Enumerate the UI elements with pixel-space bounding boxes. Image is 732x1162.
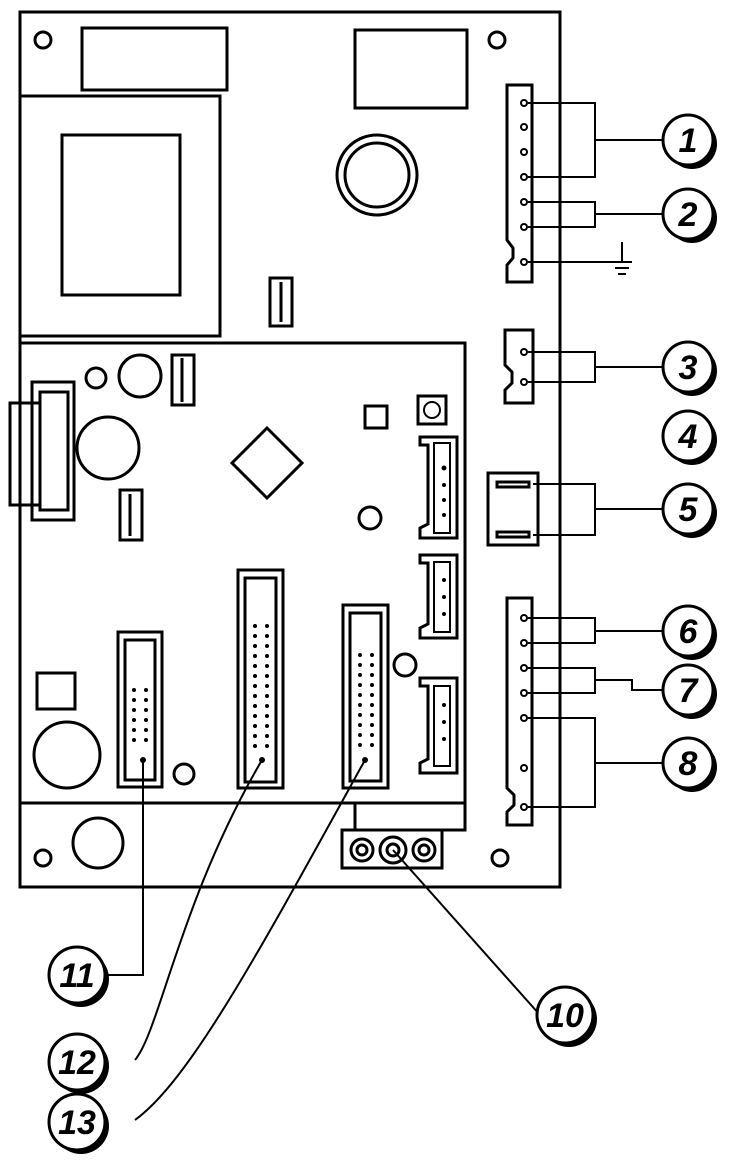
connector-5	[486, 471, 540, 547]
transformer-outer	[18, 94, 222, 338]
callout-12-label: 12	[58, 1044, 96, 1082]
daughter-board-outline	[18, 341, 467, 805]
capacitor-medium-1	[117, 353, 163, 399]
terminal-block-10	[340, 828, 444, 870]
jst-connector-2	[418, 553, 459, 640]
callout-12: 12	[47, 1032, 109, 1094]
component-square-2	[416, 394, 448, 426]
mounting-hole-top-right	[487, 30, 507, 50]
callout-3-label: 3	[679, 349, 698, 387]
idc-header-pins	[132, 465, 447, 763]
mounting-hole-bottom-right	[490, 848, 510, 868]
callout-10: 10	[535, 985, 597, 1047]
callout-7: 7	[661, 663, 717, 719]
buzzer-outer	[335, 133, 419, 217]
callout-13: 13	[47, 1092, 109, 1154]
ground-icon	[612, 242, 632, 275]
callout-5: 5	[661, 482, 717, 538]
leader-lines	[100, 102, 665, 1121]
callout-2-label: 2	[678, 196, 698, 234]
idc-header-11	[116, 630, 164, 789]
connector-top-right-pins	[520, 99, 528, 266]
callout-4: 4	[661, 409, 717, 465]
test-point-2	[392, 652, 418, 678]
callout-8-label: 8	[679, 745, 698, 783]
callout-11-label: 11	[59, 957, 94, 995]
connector-3	[503, 328, 535, 405]
buzzer-inner	[343, 141, 411, 209]
callout-10-label: 10	[546, 997, 584, 1035]
callout-2: 2	[661, 187, 717, 243]
capacitor-large-3	[71, 816, 125, 870]
test-point-3	[172, 762, 196, 786]
callout-1: 1	[661, 113, 717, 169]
callout-3: 3	[661, 340, 717, 396]
idc-header-12	[236, 568, 285, 790]
test-point-1	[357, 505, 383, 531]
capacitor-large-1	[75, 415, 141, 481]
callout-6: 6	[661, 604, 717, 660]
connector-lower-right-pins	[520, 614, 528, 811]
callout-7-label: 7	[679, 672, 700, 710]
callout-8: 8	[661, 736, 717, 792]
connector-top-right	[505, 83, 534, 284]
idc-header-13	[341, 603, 390, 790]
callout-5-label: 5	[679, 491, 699, 529]
relay-block-top-center	[353, 28, 469, 110]
transformer-core	[60, 133, 182, 297]
mounting-hole-bottom-left	[33, 848, 53, 868]
side-connector-outer	[8, 401, 42, 507]
side-connector	[30, 380, 76, 522]
component-square-3	[35, 671, 77, 711]
fuse-holder	[268, 276, 294, 328]
capacitor-small-1	[84, 366, 108, 390]
callout-13-label: 13	[58, 1104, 96, 1142]
microcontroller-chip	[229, 425, 305, 501]
mounting-hole-top-left	[33, 30, 53, 50]
callout-4-label: 4	[678, 418, 698, 456]
callout-6-label: 6	[679, 613, 699, 651]
callout-1-label: 1	[679, 122, 698, 160]
connector-lower-right	[505, 596, 534, 827]
capacitor-large-2	[32, 720, 102, 790]
component-square-1	[363, 404, 389, 430]
component-vertical-2	[118, 488, 144, 542]
callout-11: 11	[47, 945, 109, 1007]
component-vertical-1	[170, 353, 196, 407]
relay-block-top-left	[80, 26, 229, 92]
jst-connector-3	[418, 676, 459, 775]
jst-connector-1	[418, 435, 459, 540]
